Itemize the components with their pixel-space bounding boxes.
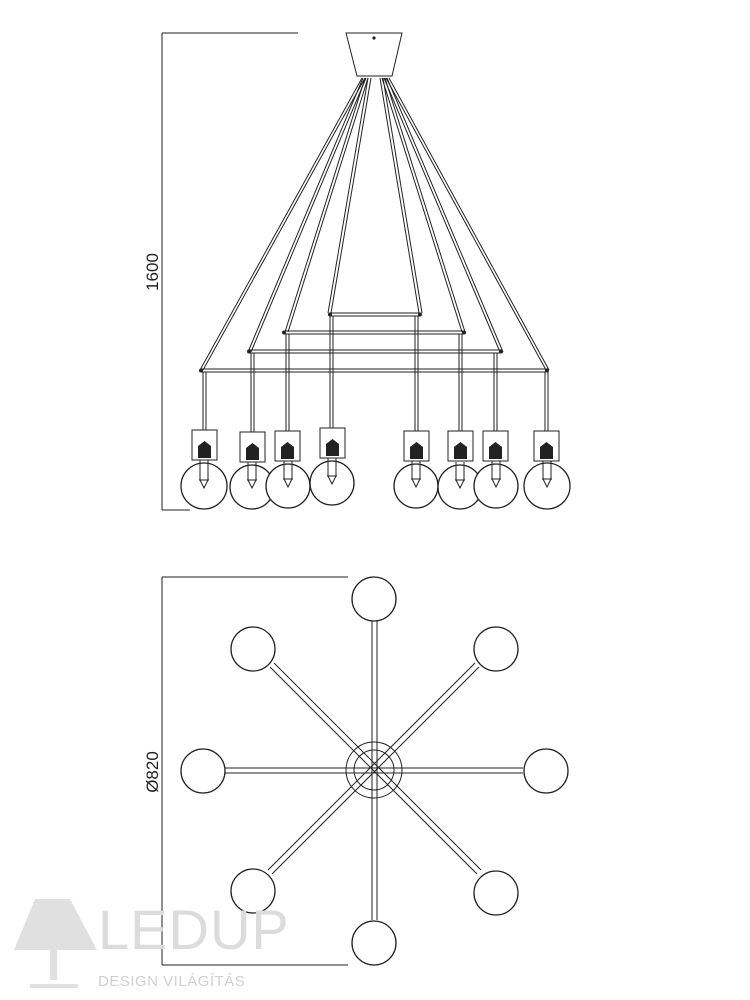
plan-arms — [225, 620, 523, 920]
suspension-cables — [199, 77, 550, 371]
pendant-lamps — [180, 316, 571, 510]
diameter-dimension: Ø820 — [143, 576, 348, 966]
top-view: Ø820 — [143, 576, 569, 966]
brand-tagline: DESIGN VILÁGÍTÁS — [98, 973, 245, 990]
plan-bulb-right — [523, 748, 569, 794]
plan-bulb-top — [351, 576, 397, 622]
plan-bulb-top-right — [473, 626, 519, 672]
pendant-lamp-8 — [523, 372, 571, 510]
plan-bulb-bottom — [351, 920, 397, 966]
support-rings — [199, 312, 549, 373]
ceiling-canopy — [345, 32, 403, 77]
diameter-label: Ø820 — [143, 751, 162, 793]
lamp-logo-icon — [14, 899, 97, 988]
height-dimension: 1600 — [143, 32, 298, 511]
plan-hub — [345, 741, 403, 799]
brand-name: LEDUP — [98, 898, 290, 961]
plan-bulb-top-left — [230, 626, 276, 672]
pendant-lamp-1 — [180, 372, 228, 510]
pendant-lamp-4 — [309, 316, 355, 506]
side-view: 1600 — [143, 32, 571, 511]
plan-bulbs — [180, 576, 569, 966]
plan-bulb-bottom-left — [230, 868, 276, 914]
plan-bulb-left — [180, 748, 226, 794]
plan-bulb-bottom-right — [473, 870, 519, 916]
pendant-lamp-7 — [473, 353, 519, 509]
pendant-lamp-3 — [265, 334, 311, 509]
height-label: 1600 — [143, 253, 162, 291]
pendant-lamp-2 — [229, 353, 275, 510]
ledup-watermark: LEDUP DESIGN VILÁGÍTÁS — [14, 898, 290, 990]
pendant-lamp-5 — [393, 316, 439, 509]
